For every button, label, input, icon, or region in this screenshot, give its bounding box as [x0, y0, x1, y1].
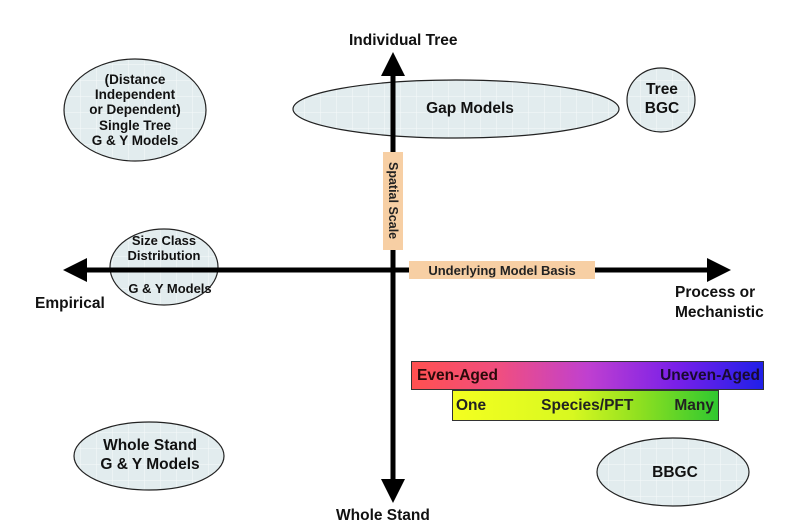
gap-models-label: Gap Models — [395, 98, 545, 120]
axis-label-process-mechanistic: Process or Mechanistic — [675, 283, 764, 323]
arrow-right-icon — [707, 258, 731, 282]
even-aged-label: Even-Aged — [417, 366, 498, 384]
whole-stand-line-2: G & Y Models — [100, 456, 200, 473]
process-label-line-2: Mechanistic — [675, 304, 764, 322]
spatial-scale-text: Spatial Scale — [386, 162, 400, 240]
whole-stand-line-1: Whole Stand — [103, 437, 197, 455]
single-tree-line-1: (Distance — [104, 72, 166, 88]
size-class-label-bottom: G & Y Models — [112, 280, 228, 298]
underlying-model-basis-text: Underlying Model Basis — [428, 262, 576, 278]
process-label-line-1: Process or — [675, 284, 756, 301]
species-one-label: One — [456, 396, 487, 414]
spatial-scale-tag: Spatial Scale — [383, 152, 403, 250]
age-structure-gradient-bar: Even-Aged Uneven-Aged — [411, 361, 764, 390]
whole-stand-models-ellipse — [73, 421, 225, 491]
tree-bgc-line-1: Tree — [646, 81, 678, 99]
size-class-label-top: Size Class Distribution — [112, 233, 216, 265]
size-class-line-3: G & Y Models — [128, 280, 212, 296]
bbgc-ellipse — [596, 437, 750, 507]
arrow-up-icon — [381, 52, 405, 76]
underlying-model-basis-tag: Underlying Model Basis — [409, 261, 595, 279]
size-class-ellipse — [109, 228, 219, 306]
single-tree-line-3: or Dependent) — [89, 102, 181, 118]
gap-models-text: Gap Models — [426, 100, 514, 118]
species-pft-label: Species/PFT — [541, 396, 634, 414]
arrow-down-icon — [381, 479, 405, 503]
single-tree-models-label: (Distance Independent or Dependent) Sing… — [64, 68, 206, 152]
axis-label-empirical: Empirical — [35, 295, 105, 312]
gap-models-ellipse — [292, 79, 620, 139]
whole-stand-models-label: Whole Stand G & Y Models — [80, 436, 220, 476]
single-tree-line-2: Independent — [94, 87, 176, 103]
size-class-line-2: Distribution — [127, 248, 201, 263]
tree-bgc-ellipse — [626, 67, 696, 133]
bbgc-text: BBGC — [652, 464, 698, 482]
axis-label-whole-stand: Whole Stand — [336, 507, 430, 524]
single-tree-line-5: G & Y Models — [91, 132, 179, 148]
species-gradient-bar: One Species/PFT Many — [452, 390, 719, 421]
single-tree-models-ellipse — [63, 58, 207, 162]
bbgc-label: BBGC — [630, 462, 720, 484]
arrow-left-icon — [63, 258, 87, 282]
single-tree-line-4: Single Tree — [98, 117, 172, 133]
species-many-label: Many — [674, 396, 714, 414]
axis-label-individual-tree: Individual Tree — [349, 32, 458, 49]
uneven-aged-label: Uneven-Aged — [660, 366, 760, 384]
tree-bgc-label: Tree BGC — [630, 78, 694, 122]
tree-bgc-line-2: BGC — [644, 100, 680, 117]
size-class-line-1: Size Class — [131, 233, 197, 249]
